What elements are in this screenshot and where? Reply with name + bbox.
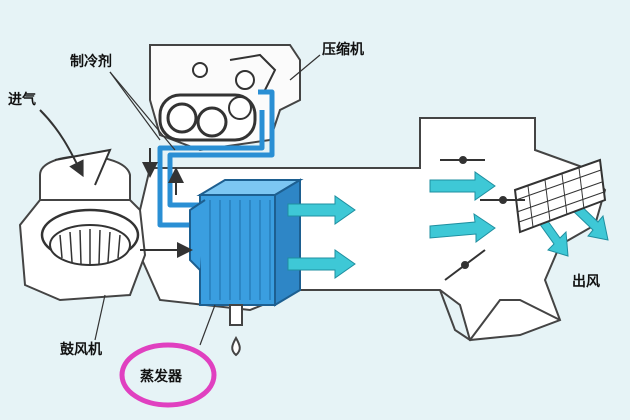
leader-lines xyxy=(94,54,321,346)
evaporator xyxy=(189,178,304,307)
label-evaporator: 蒸发器 xyxy=(140,368,183,385)
dampers xyxy=(440,156,525,281)
blower xyxy=(18,148,147,302)
label-blower: 鼓风机 xyxy=(60,341,102,358)
compressor xyxy=(149,44,301,152)
intake-arrow xyxy=(39,109,84,178)
lower-duct xyxy=(439,289,561,342)
label-refrigerant: 制冷剂 xyxy=(70,53,112,70)
label-air-intake: 进气 xyxy=(8,91,36,108)
outlet-grille xyxy=(513,158,607,234)
refrigerant-pipes xyxy=(157,89,275,228)
label-compressor: 压缩机 xyxy=(322,41,364,58)
drain xyxy=(229,304,243,357)
label-air-outlet: 出风 xyxy=(572,273,600,290)
highlight-circle xyxy=(119,342,217,408)
